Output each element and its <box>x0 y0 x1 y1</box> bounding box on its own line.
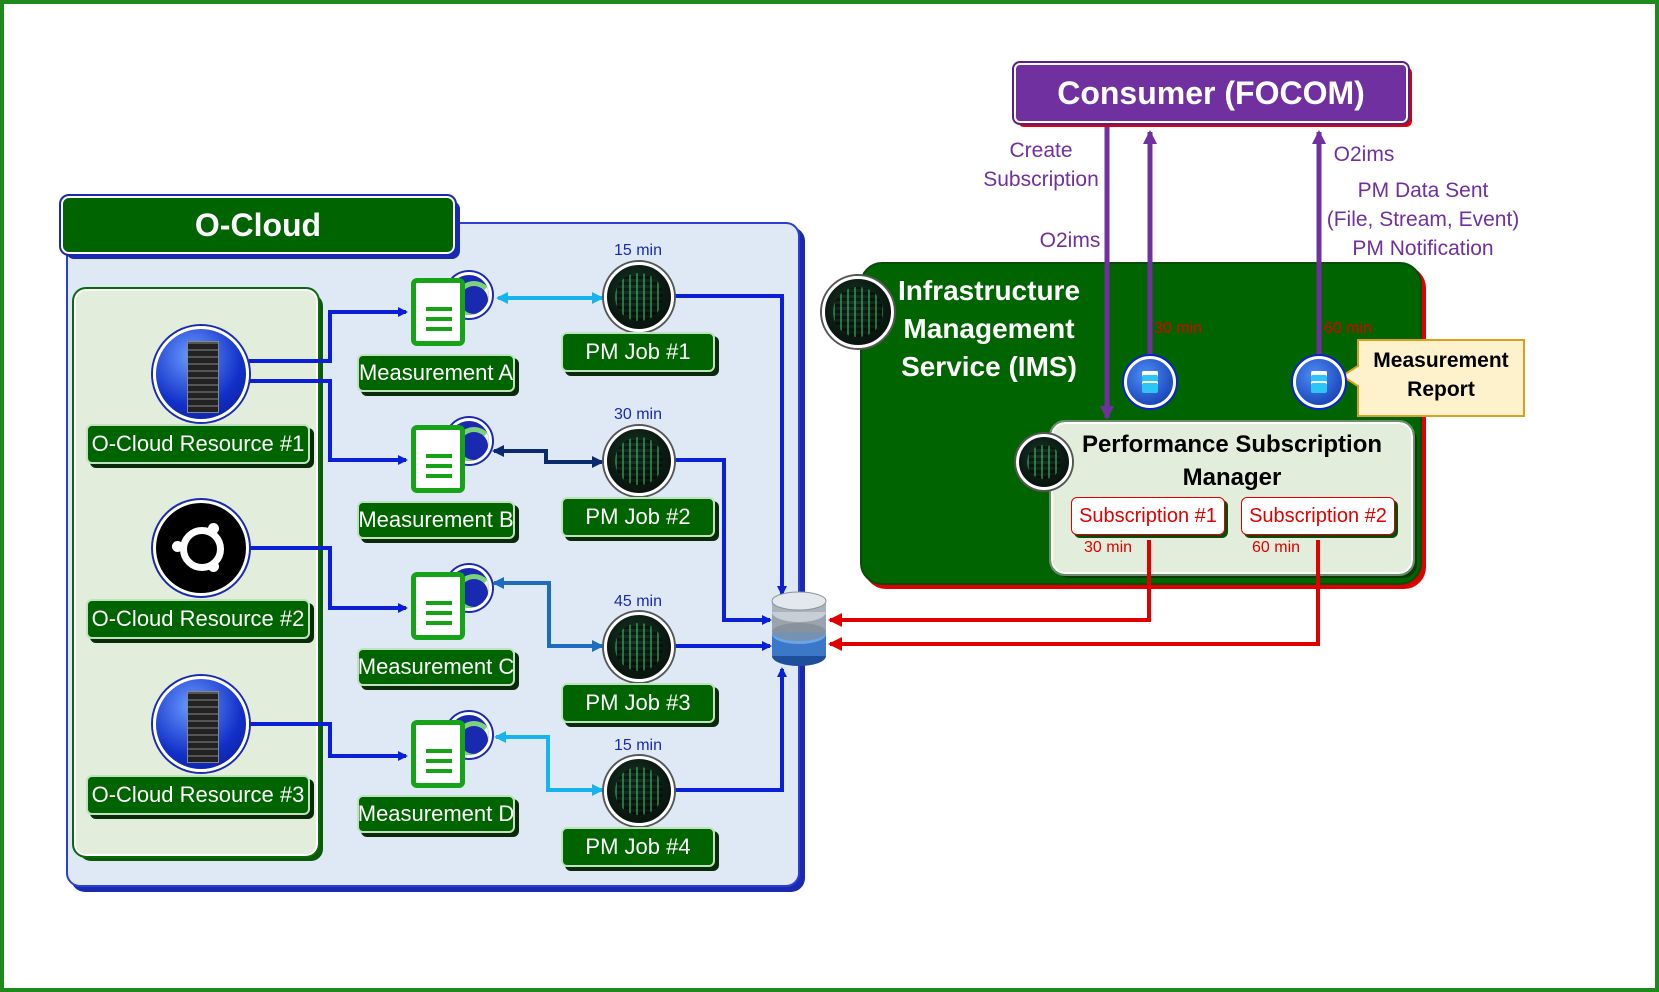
report-document-icon-2 <box>1293 356 1345 408</box>
measurement-a-label: Measurement A <box>357 354 515 392</box>
pm-job-2-label: PM Job #2 <box>561 497 715 537</box>
measurement-d-label: Measurement D <box>357 795 515 833</box>
measurement-d-document-icon <box>411 720 465 788</box>
consumer-box: Consumer (FOCOM) <box>1012 61 1410 125</box>
database-icon <box>771 591 827 666</box>
measurement-c-label: Measurement C <box>357 648 515 686</box>
measurement-report-label: Measurement Report <box>1373 349 1509 401</box>
wire-job1-db <box>674 294 787 596</box>
report-interval-1: 30 min <box>1154 320 1203 337</box>
measurement-a-document-icon <box>411 278 465 346</box>
wire-job4-db <box>674 667 787 792</box>
pm-job-1-label: PM Job #1 <box>561 332 715 372</box>
ocloud-title: O-Cloud <box>194 206 322 243</box>
pm-job-2-interval: 30 min <box>613 406 663 423</box>
connection-lines <box>249 127 1525 796</box>
subscription-1-interval: 30 min <box>1084 539 1133 556</box>
pm-job-3-interval: 45 min <box>613 593 663 610</box>
wire-measB-job2 <box>492 445 604 468</box>
resource-3-server-icon <box>153 676 249 772</box>
pm-job-4-label: PM Job #4 <box>561 827 715 867</box>
pm-job-4-matrix-icon <box>604 756 674 826</box>
subscription-2: Subscription #2 <box>1241 497 1395 535</box>
o2ims-left-label: O2ims <box>1039 229 1101 252</box>
consumer-title: Consumer (FOCOM) <box>1057 74 1365 111</box>
wire-res3-measD <box>249 722 408 761</box>
report-interval-2: 60 min <box>1324 320 1373 337</box>
psm-title: Performance Subscription Manager <box>1081 431 1383 491</box>
wire-res2-measC <box>249 546 408 613</box>
subscription-1: Subscription #1 <box>1071 497 1225 535</box>
o2ims-right-label: O2ims <box>1333 143 1395 166</box>
wire-res1-measA <box>249 307 408 363</box>
wire-sub1-db <box>828 540 1151 627</box>
pm-job-3-matrix-icon <box>604 612 674 682</box>
resource-1-server-icon <box>153 326 249 422</box>
wire-measD-job4 <box>494 731 604 796</box>
measurement-c-document-icon <box>411 572 465 640</box>
pm-job-3-label: PM Job #3 <box>561 683 715 723</box>
ocloud-title-tab: O-Cloud <box>59 194 457 256</box>
measurement-b-label: Measurement B <box>357 501 515 539</box>
pm-job-1-matrix-icon <box>604 262 674 332</box>
resource-2-label: O-Cloud Resource #2 <box>86 599 310 639</box>
ims-matrix-icon <box>822 276 894 348</box>
report-document-icon-1 <box>1124 356 1176 408</box>
resource-3-label: O-Cloud Resource #3 <box>86 775 310 815</box>
pm-job-2-matrix-icon <box>604 426 674 496</box>
psm-matrix-icon <box>1016 434 1072 490</box>
subscription-2-interval: 60 min <box>1252 539 1301 556</box>
pm-job-4-interval: 15 min <box>613 737 663 754</box>
ims-title: Infrastructure Management Service (IMS) <box>897 275 1081 382</box>
create-subscription-label: Create Subscription <box>983 139 1099 191</box>
pm-data-sent-label: PM Data Sent (File, Stream, Event) PM No… <box>1326 179 1520 260</box>
pm-job-1-interval: 15 min <box>613 242 663 259</box>
wire-measC-job3 <box>492 577 604 652</box>
resource-1-label: O-Cloud Resource #1 <box>86 424 310 464</box>
wire-job2-db <box>674 458 772 625</box>
measurement-report-callout <box>1340 339 1525 417</box>
measurement-b-document-icon <box>411 425 465 493</box>
wire-res1-measB <box>249 379 408 465</box>
wire-sub2-db <box>828 540 1320 651</box>
resource-2-ubuntu-icon <box>153 500 249 596</box>
